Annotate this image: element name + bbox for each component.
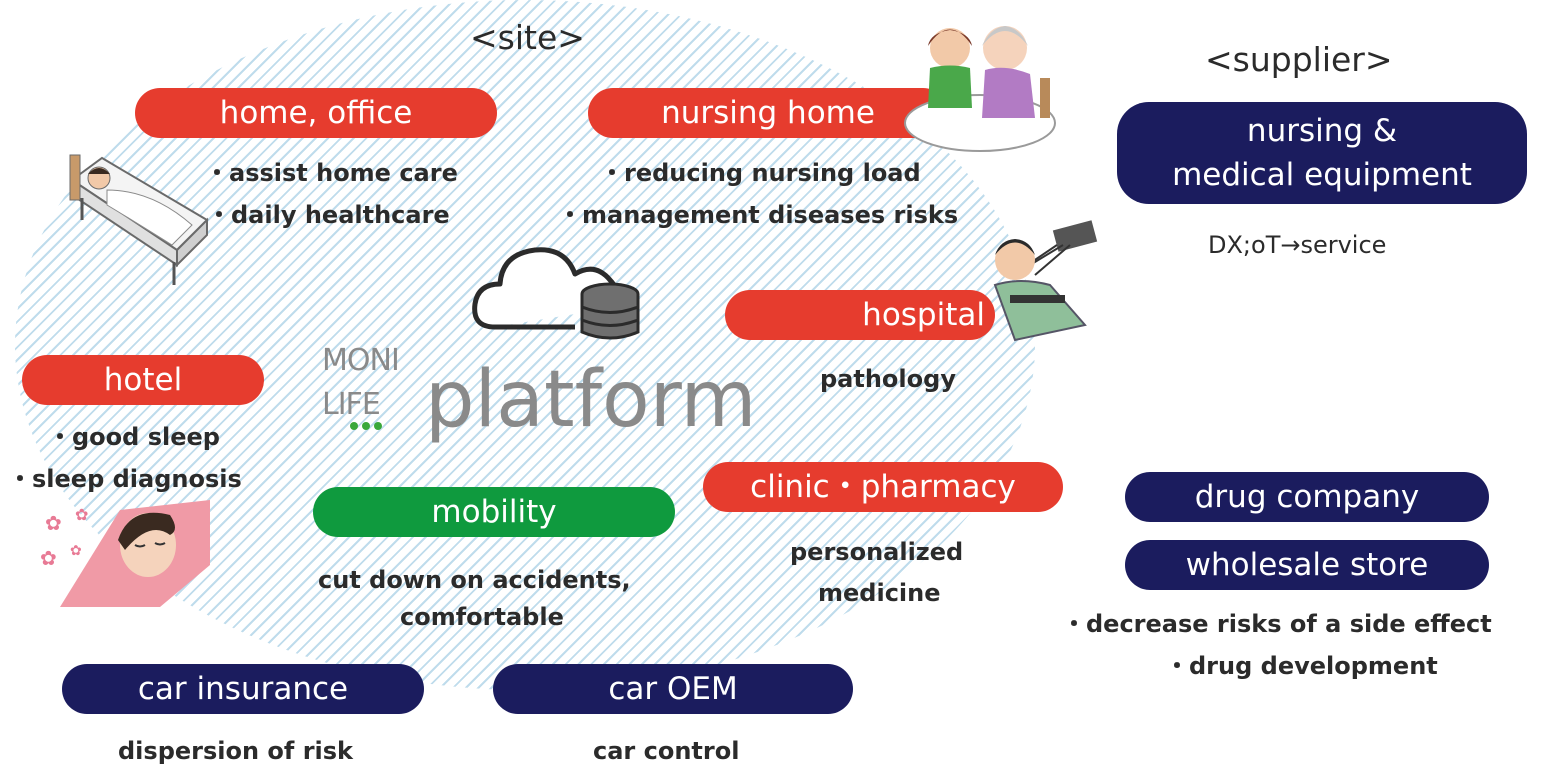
hospital-line-1: pathology	[820, 365, 956, 393]
drug-line-1: ・decrease risks of a side effect	[1062, 610, 1492, 638]
mobility-line-1: cut down on accidents,	[318, 566, 631, 594]
hospital-patient-icon	[993, 220, 1098, 342]
cloud-database-icon	[472, 247, 640, 340]
clinic-pharmacy-line-2: medicine	[818, 579, 941, 607]
hospital-pill: hospital	[725, 290, 995, 340]
home-office-pill: home, office	[135, 88, 497, 138]
logo-dots-icon	[350, 422, 382, 430]
supplier-header: <supplier>	[1205, 40, 1393, 79]
logo-life: LIFE	[322, 387, 381, 422]
clinic-pharmacy-line-1: personalized	[790, 538, 964, 566]
clinic-pharmacy-pill: clinic・pharmacy	[703, 462, 1063, 512]
medical-equipment-label-1: nursing &	[1246, 113, 1398, 149]
svg-text:✿: ✿	[70, 543, 82, 559]
bed-person-icon	[69, 154, 209, 285]
car-oem-pill: car OEM	[493, 664, 853, 714]
hotel-line-1: ・good sleep	[48, 423, 220, 451]
wholesale-store-pill: wholesale store	[1125, 540, 1489, 590]
car-insurance-pill: car insurance	[62, 664, 424, 714]
car-insurance-line-1: dispersion of risk	[118, 737, 354, 765]
site-header: <site>	[470, 18, 585, 57]
logo-moni: MONI	[322, 343, 400, 378]
svg-text:✿: ✿	[45, 511, 62, 535]
home-office-line-1: ・assist home care	[205, 159, 458, 187]
caregiver-elderly-icon	[904, 26, 1056, 152]
hotel-pill: hotel	[22, 355, 264, 405]
hotel-line-2: ・sleep diagnosis	[8, 465, 242, 493]
drug-line-2: ・drug development	[1165, 652, 1438, 680]
mobility-line-2: comfortable	[400, 603, 564, 631]
drug-company-pill: drug company	[1125, 472, 1489, 522]
svg-text:✿: ✿	[40, 546, 57, 570]
nursing-home-line-1: ・reducing nursing load	[600, 159, 921, 187]
sleeping-woman-icon: ✿ ✿ ✿ ✿	[40, 500, 210, 607]
platform-label: platform	[425, 355, 757, 445]
mobility-pill: mobility	[313, 487, 675, 537]
medical-equipment-pill: nursing & medical equipment	[1117, 102, 1527, 204]
nursing-home-pill: nursing home	[588, 88, 948, 138]
car-oem-line-1: car control	[593, 737, 740, 765]
medical-equipment-label-2: medical equipment	[1172, 157, 1472, 193]
medical-equipment-line-1: DX;oT→service	[1208, 231, 1387, 259]
home-office-line-2: ・daily healthcare	[207, 201, 450, 229]
nursing-home-line-2: ・management diseases risks	[558, 201, 959, 229]
svg-text:✿: ✿	[75, 505, 88, 524]
